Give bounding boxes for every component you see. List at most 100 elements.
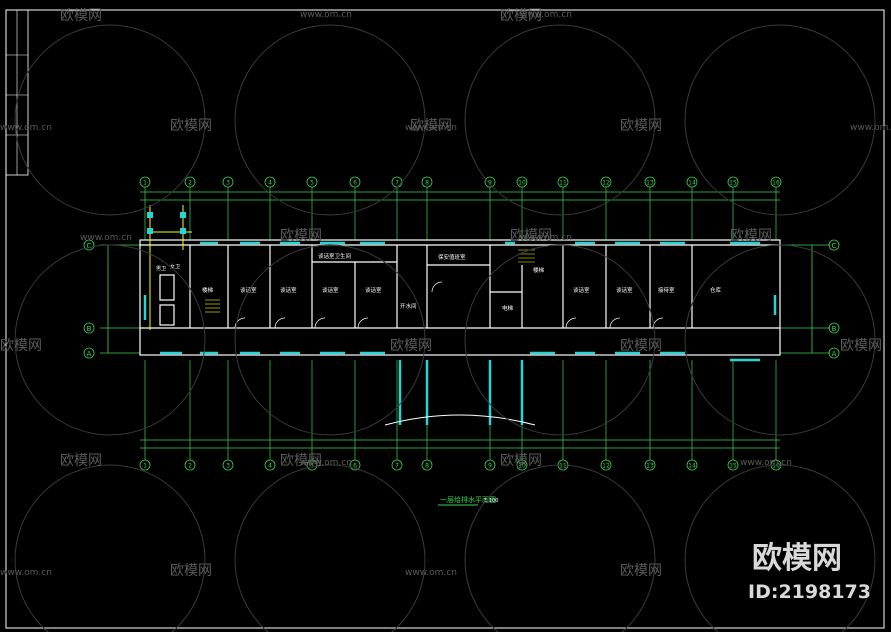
drawing-frame [5, 9, 885, 629]
axis-label-c-right: C [832, 242, 837, 250]
room-label-stair-left: 楼梯 [202, 286, 214, 294]
stair-left-symbol [205, 299, 220, 313]
room-label-stair-right: 楼梯 [533, 266, 545, 274]
axis-bottom-bubble-12 [600, 459, 612, 471]
room-label-b: 谈话室 [280, 286, 297, 294]
pipe-fixtures [147, 212, 186, 234]
axis-top-label-3: 3 [226, 180, 230, 187]
axis-top-bubble-3 [222, 176, 234, 188]
axis-top-label-14: 14 [688, 180, 696, 187]
axis-bottom-bubble-6 [349, 459, 361, 471]
axis-top-label-11: 11 [559, 180, 567, 187]
axis-label-a-left: A [87, 350, 92, 358]
brand-watermark: 欧模网 [840, 338, 882, 354]
axis-label-b-left: B [87, 325, 92, 333]
axis-bottom-bubble-2 [184, 459, 196, 471]
url-watermark: www.om.cn [405, 568, 457, 578]
room-labels: 楼梯 谈话室 谈话室 谈话室 谈话室卫生间 谈话室 开水间 保安值班室 楼梯 电… [156, 252, 722, 312]
room-label-c: 谈话室 [322, 286, 339, 294]
axis-bottom-label-6: 6 [353, 463, 357, 470]
axis-label-b-right: B [832, 325, 837, 333]
room-label-g: 谈话室 [573, 286, 590, 294]
brand-watermark: 欧模网 [280, 228, 322, 244]
room-label-i: 接待室 [658, 286, 675, 294]
axis-top-bubble-10 [516, 176, 528, 188]
brand-watermark: 欧模网 [500, 8, 542, 24]
brand-watermark: 欧模网 [620, 118, 662, 134]
url-watermark: www.om.cn [405, 123, 457, 133]
watermark-text-group: 欧模网欧模网欧模网欧模网欧模网欧模网欧模网欧模网欧模网欧模网欧模网欧模网欧模网欧… [0, 8, 891, 579]
axis-top-label-2: 2 [188, 180, 192, 187]
axis-top-label-1: 1 [143, 180, 147, 187]
drawing-scale: 1:100 [484, 498, 498, 504]
axis-bottom-label-5: 5 [310, 463, 314, 470]
side-axes [83, 239, 840, 359]
brand-watermark: 欧模网 [510, 228, 552, 244]
brand-watermark: 欧模网 [390, 338, 432, 354]
brand-watermark: 欧模网 [170, 118, 212, 134]
axis-bottom-bubble-9 [484, 459, 496, 471]
axis-bottom-bubble-15 [727, 459, 739, 471]
axis-bottom-bubble-14 [686, 459, 698, 471]
axis-top-bubble-16 [770, 176, 782, 188]
axis-bottom-bubble-7 [391, 459, 403, 471]
axis-top-label-10: 10 [518, 180, 526, 187]
door-swings [234, 281, 664, 329]
room-label-k: 男卫 [156, 266, 166, 272]
url-watermark: www.om.cn [740, 458, 792, 468]
url-watermark: www.om.cn [850, 123, 891, 133]
axis-bottom-bubble-8 [421, 459, 433, 471]
axis-top-bubble-4 [264, 176, 276, 188]
axis-bottom-label-13: 13 [646, 463, 654, 470]
brand-watermark: 欧模网 [60, 8, 102, 24]
url-watermark: www.om.cn [0, 568, 52, 578]
axis-top-bubble-14 [686, 176, 698, 188]
axis-bottom-label-3: 3 [226, 463, 230, 470]
axis-top-bubble-12 [600, 176, 612, 188]
brand-watermark: 欧模网 [730, 228, 772, 244]
axis-top-label-7: 7 [395, 180, 399, 187]
brand-watermark: 欧模网 [170, 563, 212, 579]
axis-bottom-label-11: 11 [559, 463, 567, 470]
axis-top-bubble-5 [306, 176, 318, 188]
building-walls [139, 239, 781, 356]
axis-top-label-12: 12 [602, 180, 610, 187]
axis-bottom-label-1: 1 [143, 463, 147, 470]
axis-bottom-bubble-10 [516, 459, 528, 471]
brand-watermark: 欧模网 [60, 453, 102, 469]
url-watermark: www.om.cn [520, 233, 572, 243]
axis-bottom-label-10: 10 [518, 463, 526, 470]
url-watermark: www.om.cn [80, 233, 132, 243]
axis-top-bubble-9 [484, 176, 496, 188]
url-watermark: www.om.cn [300, 458, 352, 468]
room-label-elevator: 电梯 [502, 304, 514, 312]
brand-watermark: 欧模网 [0, 338, 42, 354]
room-label-e: 开水间 [400, 302, 417, 310]
axis-bottom-label-15: 15 [729, 463, 737, 470]
axis-top-label-4: 4 [268, 180, 272, 187]
brand-watermark: 欧模网 [280, 453, 322, 469]
room-label-h: 谈话室 [616, 286, 633, 294]
room-label-a: 谈话室 [240, 286, 257, 294]
windows [143, 241, 777, 425]
stair-right-symbol [518, 249, 535, 263]
axis-bottom-bubble-5 [306, 459, 318, 471]
axis-bottom-label-7: 7 [395, 463, 399, 470]
room-label-f: 保安值班室 [438, 253, 466, 261]
axis-bottom-label-4: 4 [268, 463, 272, 470]
axis-top-label-9: 9 [488, 180, 492, 187]
url-watermark: www.om.cn [520, 10, 572, 20]
url-watermark: www.om.cn [0, 123, 52, 133]
axis-top-label-13: 13 [646, 180, 654, 187]
axis-bottom-bubble-3 [222, 459, 234, 471]
axis-top-bubble-11 [557, 176, 569, 188]
axis-top-label-6: 6 [353, 180, 357, 187]
axis-label-c-left: C [87, 242, 92, 250]
brand-watermark: 欧模网 [410, 118, 452, 134]
axis-top-label-15: 15 [729, 180, 737, 187]
watermark-circles [14, 24, 876, 632]
axis-top-bubble-2 [184, 176, 196, 188]
axis-bottom-label-9: 9 [488, 463, 492, 470]
